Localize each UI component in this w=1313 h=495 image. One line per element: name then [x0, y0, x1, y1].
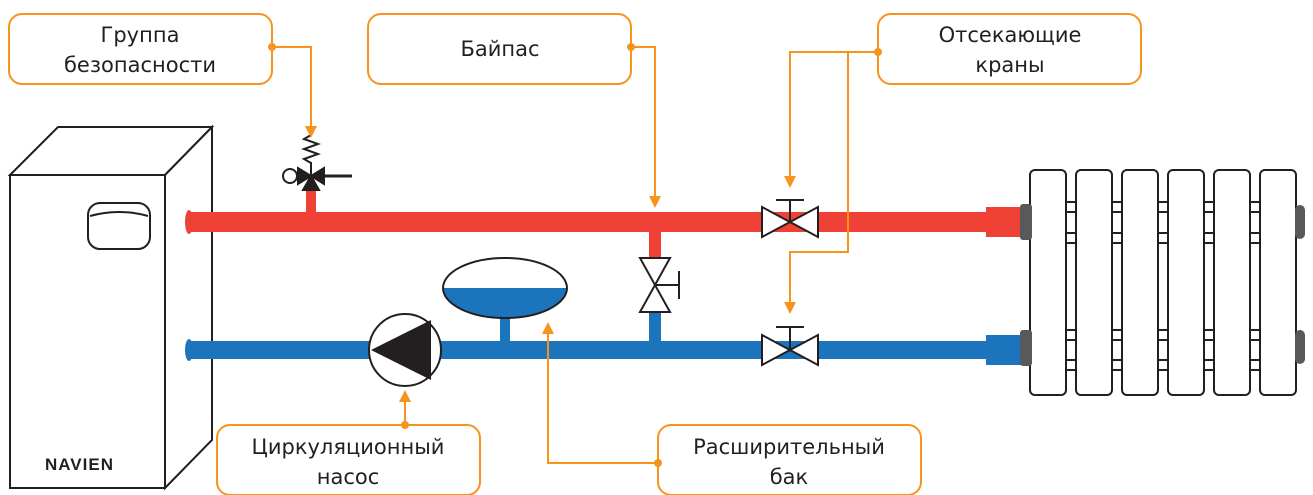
radiator-section	[1075, 169, 1113, 396]
supply-pipe	[185, 185, 1022, 258]
radiator-nipple	[1157, 201, 1169, 213]
circulation-pump-label-line2: насос	[317, 465, 380, 489]
radiator-nipple	[1203, 359, 1215, 371]
radiator-nipple	[1065, 329, 1077, 341]
safety-group-label-line1: Группа	[101, 23, 180, 47]
radiator-nipple	[1065, 232, 1077, 244]
radiator-nipple	[1203, 232, 1215, 244]
radiator-cap-left-top	[1020, 204, 1032, 240]
arrowhead-icon	[649, 196, 661, 208]
return-pipe-end-cap	[185, 339, 193, 361]
expansion-tank-icon	[442, 257, 568, 319]
radiator-nipple	[1249, 329, 1261, 341]
expansion-tank-stem	[500, 317, 510, 343]
arrowhead-icon	[542, 322, 554, 334]
radiator-nipple	[1157, 232, 1169, 244]
radiator-nipple	[1065, 201, 1077, 213]
radiator-nipple	[1111, 329, 1123, 341]
shutoff-leader-bottom	[789, 51, 878, 307]
radiator-section	[1167, 169, 1205, 396]
radiator-nipple	[1111, 232, 1123, 244]
radiator-nipple	[1203, 329, 1215, 341]
radiator-section	[1029, 169, 1067, 396]
shutoff-valves-label-line1: Отсекающие	[939, 23, 1082, 47]
callout-arrowheads	[305, 126, 796, 402]
radiator-nipple	[1249, 359, 1261, 371]
arrowhead-icon	[399, 390, 411, 402]
bypass-riser-bottom	[649, 312, 661, 344]
callout-connectors	[272, 46, 878, 464]
arrowhead-icon	[784, 176, 796, 188]
radiator-caps	[1020, 204, 1305, 366]
arrowhead-icon	[784, 302, 796, 314]
radiator-nipple	[1111, 359, 1123, 371]
radiator-cap-right-top	[1295, 205, 1305, 239]
boiler-display-icon	[87, 202, 151, 250]
supply-radiator-connector	[986, 207, 1022, 237]
callout-box-circulation-pump	[216, 424, 481, 495]
safety-group-leader	[272, 46, 312, 128]
boiler	[7, 124, 215, 491]
supply-pipe-end-cap	[185, 210, 193, 234]
radiator-cap-right-bottom	[1295, 330, 1305, 364]
radiator-section	[1213, 169, 1251, 396]
radiator-nipple	[1111, 201, 1123, 213]
radiator-nipple	[1203, 201, 1215, 213]
radiator	[1029, 169, 1297, 396]
bypass-leader	[631, 46, 656, 202]
shutoff-valve-return-icon	[761, 326, 819, 367]
arrowhead-icon	[305, 126, 317, 138]
bypass-valve-icon	[638, 257, 680, 313]
radiator-nipple	[1249, 201, 1261, 213]
shutoff-valve-supply-icon	[761, 199, 819, 239]
bypass-riser-top	[649, 230, 661, 258]
spring-icon	[301, 134, 321, 164]
safety-group-label-line2: безопасности	[64, 53, 216, 77]
boiler-brand-logo: NAVIEN	[45, 455, 114, 474]
circulation-pump-icon	[368, 313, 442, 387]
radiator-nipple	[1157, 359, 1169, 371]
return-pipe	[185, 312, 1022, 365]
radiator-nipple	[1065, 359, 1077, 371]
radiator-section	[1259, 169, 1297, 396]
callout-labels: Группа безопасности Байпас Отсекающие кр…	[64, 23, 1081, 489]
safety-group-valve-icon	[282, 134, 352, 191]
radiator-cap-left-bottom	[1020, 330, 1032, 366]
expansion-tank-label-line2: бак	[770, 465, 809, 489]
expansion-tank-label-line1: Расширительный	[693, 435, 885, 459]
circulation-pump-label-line1: Циркуляционный	[252, 435, 445, 459]
bypass-label: Байпас	[460, 37, 539, 61]
expansion-tank-leader	[547, 330, 658, 464]
callout-dots	[268, 43, 882, 467]
radiator-section	[1121, 169, 1159, 396]
shutoff-valves-label-line2: краны	[975, 53, 1044, 77]
radiator-nipple	[1249, 232, 1261, 244]
safety-handle-ring	[282, 168, 298, 184]
shutoff-leader-top	[789, 51, 878, 182]
return-radiator-connector	[986, 335, 1022, 365]
radiator-nipple	[1157, 329, 1169, 341]
boiler-side	[164, 124, 213, 491]
safety-group-riser	[306, 185, 316, 213]
callout-boxes	[8, 13, 1142, 495]
